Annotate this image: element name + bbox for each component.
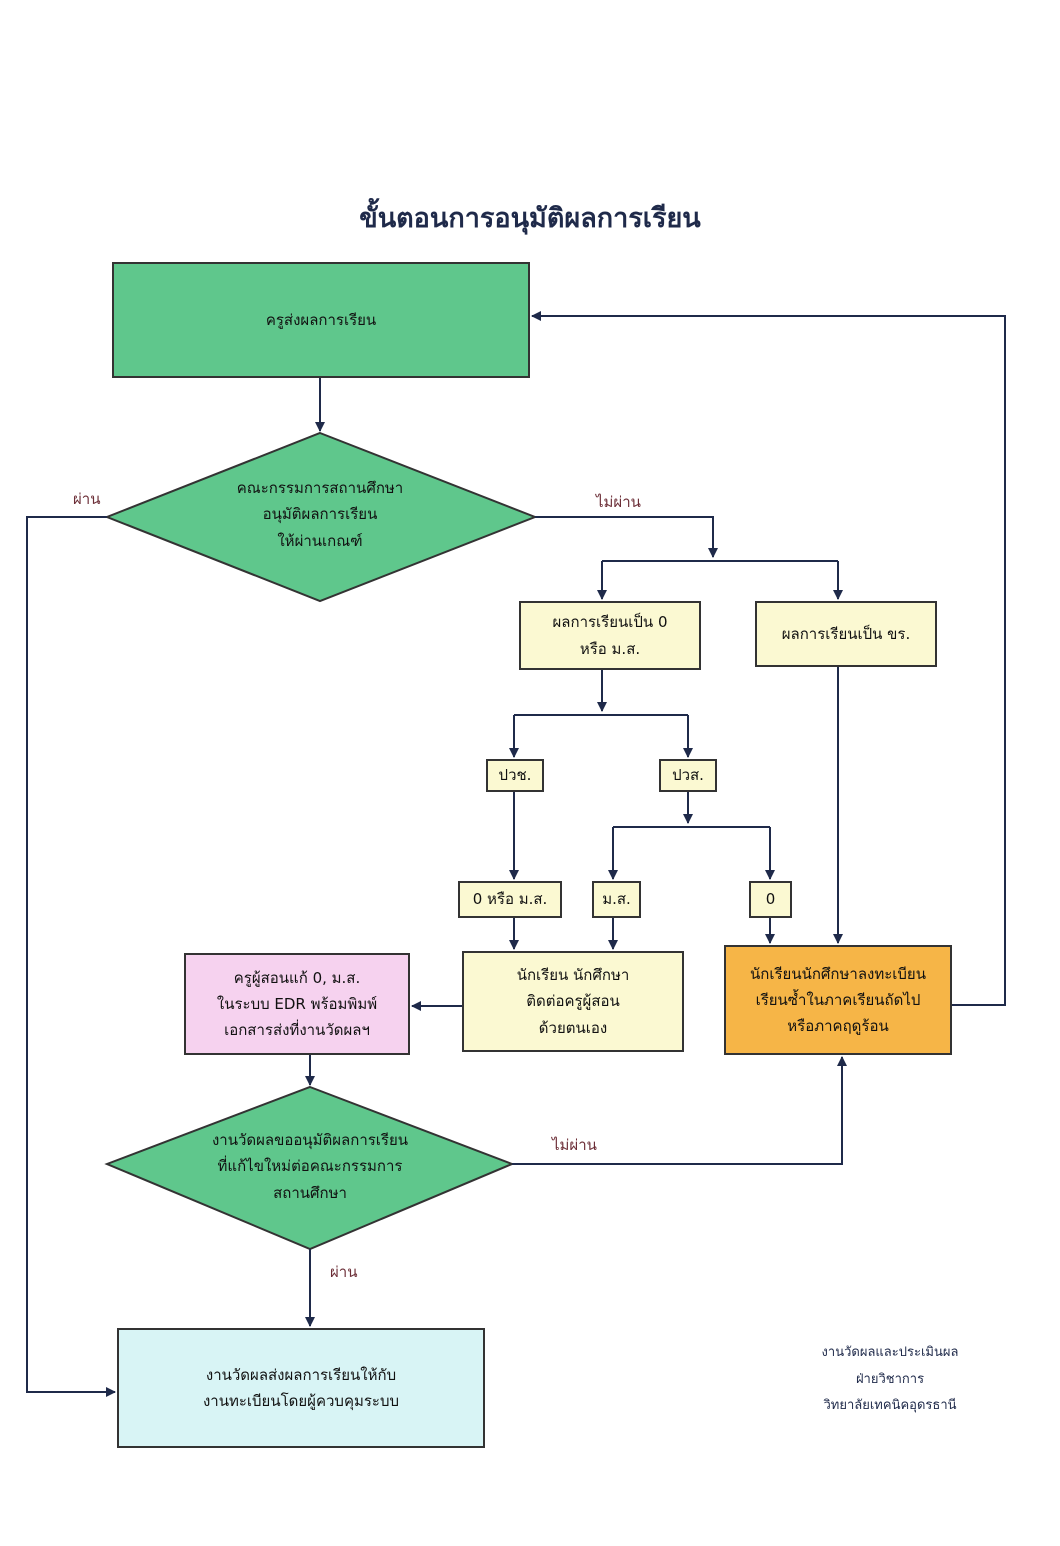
send-registry-label: งานวัดผลส่งผลการเรียนให้กับ งานทะเบียนโด… xyxy=(202,1365,400,1410)
fail-label-top: ไม่ผ่าน xyxy=(596,493,641,511)
teacher-submit-label: ครูส่งผลการเรียน xyxy=(265,310,377,329)
reregister-label: นักเรียนนักศึกษาลงทะเบียน เรียนซ้ำในภาคเ… xyxy=(750,964,926,1036)
level-pvc-box: ปวช. xyxy=(486,759,544,792)
teacher-submit-box: ครูส่งผลการเรียน xyxy=(112,262,530,378)
committee-approve-label: คณะกรรมการสถานศึกษา อนุมัติผลการเรียน ให… xyxy=(236,479,404,550)
zero-or-ms-box: 0 หรือ ม.ส. xyxy=(458,881,562,918)
teacher-fix-label: ครูผู้สอนแก้ 0, ม.ส. ในระบบ EDR พร้อมพิม… xyxy=(216,968,378,1040)
student-contact-box: นักเรียน นักศึกษา ติดต่อครูผู้สอน ด้วยตน… xyxy=(462,951,684,1052)
zero-label: 0 xyxy=(765,890,776,909)
decision-diamond-committee xyxy=(104,431,538,603)
footer-org-credit: งานวัดผลและประเมินผล ฝ่ายวิชาการ วิทยาลั… xyxy=(821,1345,959,1414)
grade-incomplete-label: ผลการเรียนเป็น ขร. xyxy=(781,624,911,643)
level-pvs-box: ปวส. xyxy=(659,759,717,792)
measure-request-label: งานวัดผลขออนุมัติผลการเรียน ที่แก้ไขใหม่… xyxy=(211,1131,409,1202)
teacher-fix-box: ครูผู้สอนแก้ 0, ม.ส. ในระบบ EDR พร้อมพิม… xyxy=(184,953,410,1055)
fail-label-bottom: ไม่ผ่าน xyxy=(552,1136,597,1154)
grade-zero-box: ผลการเรียนเป็น 0 หรือ ม.ส. xyxy=(519,601,701,670)
send-registry-box: งานวัดผลส่งผลการเรียนให้กับ งานทะเบียนโด… xyxy=(117,1328,485,1448)
ms-box: ม.ส. xyxy=(592,881,641,918)
level-pvc-label: ปวช. xyxy=(498,766,532,785)
zero-or-ms-label: 0 หรือ ม.ส. xyxy=(472,890,548,909)
level-pvs-label: ปวส. xyxy=(672,766,704,785)
reregister-box: นักเรียนนักศึกษาลงทะเบียน เรียนซ้ำในภาคเ… xyxy=(724,945,952,1055)
student-contact-label: นักเรียน นักศึกษา ติดต่อครูผู้สอน ด้วยตน… xyxy=(516,966,630,1037)
grade-incomplete-box: ผลการเรียนเป็น ขร. xyxy=(755,601,937,667)
page-title: ขั้นตอนการอนุมัติผลการเรียน xyxy=(359,203,701,234)
zero-box: 0 xyxy=(749,881,792,918)
grade-zero-label: ผลการเรียนเป็น 0 หรือ ม.ส. xyxy=(552,613,668,658)
pass-label-bottom: ผ่าน xyxy=(330,1263,358,1281)
ms-label: ม.ส. xyxy=(602,890,631,909)
pass-label-top: ผ่าน xyxy=(73,490,101,508)
